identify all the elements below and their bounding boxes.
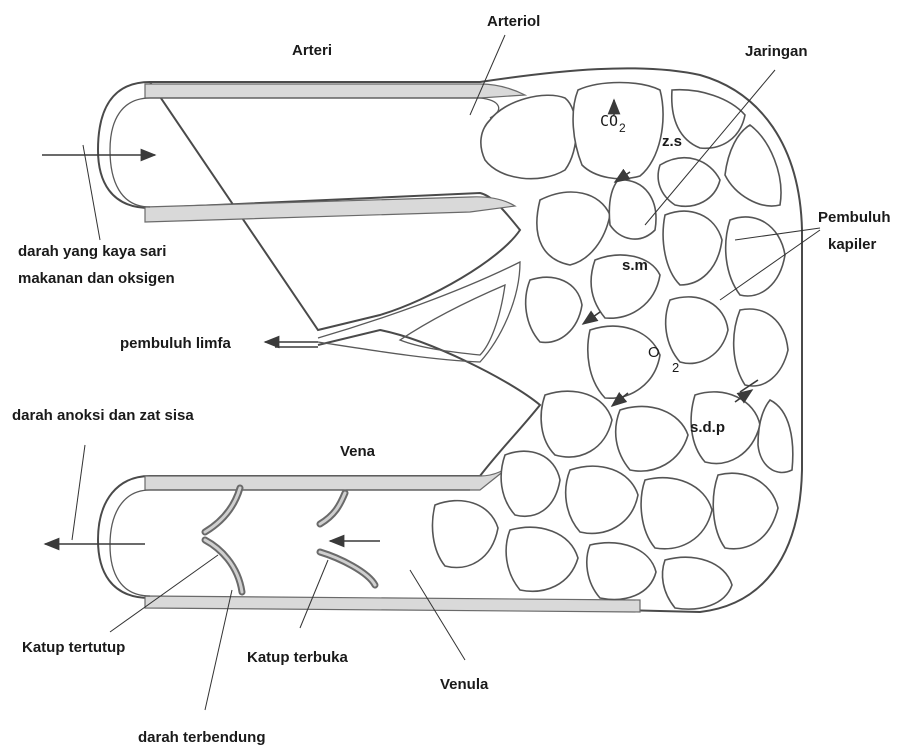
open-valve [320,493,375,585]
capillary-cell [526,277,582,342]
capillary-cell [432,501,498,568]
capillary-cell [481,95,576,178]
label-katup-terbuka: Katup terbuka [247,649,349,666]
label-darah-kaya-2: makanan dan oksigen [18,270,175,287]
leader-venula [410,570,465,660]
capillary-cell [566,466,638,533]
lymph-inner [400,285,505,355]
label-pembuluh-limfa: pembuluh limfa [120,335,231,352]
label-katup-tertutup: Katup tertutup [22,639,125,656]
artery-upper-band [145,84,525,98]
capillary-cell [616,406,688,471]
capillary-cell [758,400,793,472]
label-arteriol: Arteriol [487,13,540,30]
capillary-cell [726,217,785,296]
capillary-cell [662,557,732,609]
capillary-cell [641,478,712,549]
label-darah-kaya-1: darah yang kaya sari [18,243,166,260]
label-co2-sub: 2 [619,121,626,135]
label-sdp: s.d.p [690,419,725,436]
capillary-cell [506,527,578,591]
vein-lower-band [145,596,640,612]
label-vena: Vena [340,443,376,460]
label-co2: CO [600,112,618,130]
label-o2: O [648,344,660,361]
label-darah-anoksi: darah anoksi dan zat sisa [12,407,194,424]
label-jaringan: Jaringan [745,43,808,60]
capillary-cell [609,180,656,239]
capillary-cell [587,543,656,600]
leader-arteriol [470,35,505,115]
capillary-cell [666,297,728,364]
capillary-cell [663,211,722,285]
leader-darah-anoksi [72,445,85,540]
capillary-cell [734,309,788,386]
label-zs: z.s [662,133,682,150]
label-venula: Venula [440,676,489,693]
label-sm: s.m [622,257,648,274]
label-arteri: Arteri [292,42,332,59]
capillary-cell [501,451,560,516]
capillary-cell [537,192,610,265]
label-o2-sub: 2 [672,360,679,375]
closed-valve [205,488,242,592]
label-kapiler: kapiler [828,236,877,253]
vein-upper-band [145,462,515,490]
capillary-cell [713,473,778,549]
leader-katup-terbuka [300,560,328,628]
capillary-flow-arrow [583,312,600,324]
artery-inner-loop [110,98,499,207]
capillary-cell [588,326,660,398]
label-darah-terbendung: darah terbendung [138,729,266,746]
label-pembuluh: Pembuluh [818,209,891,226]
capillary-cell [541,391,612,457]
lymph-vessel [318,262,520,362]
